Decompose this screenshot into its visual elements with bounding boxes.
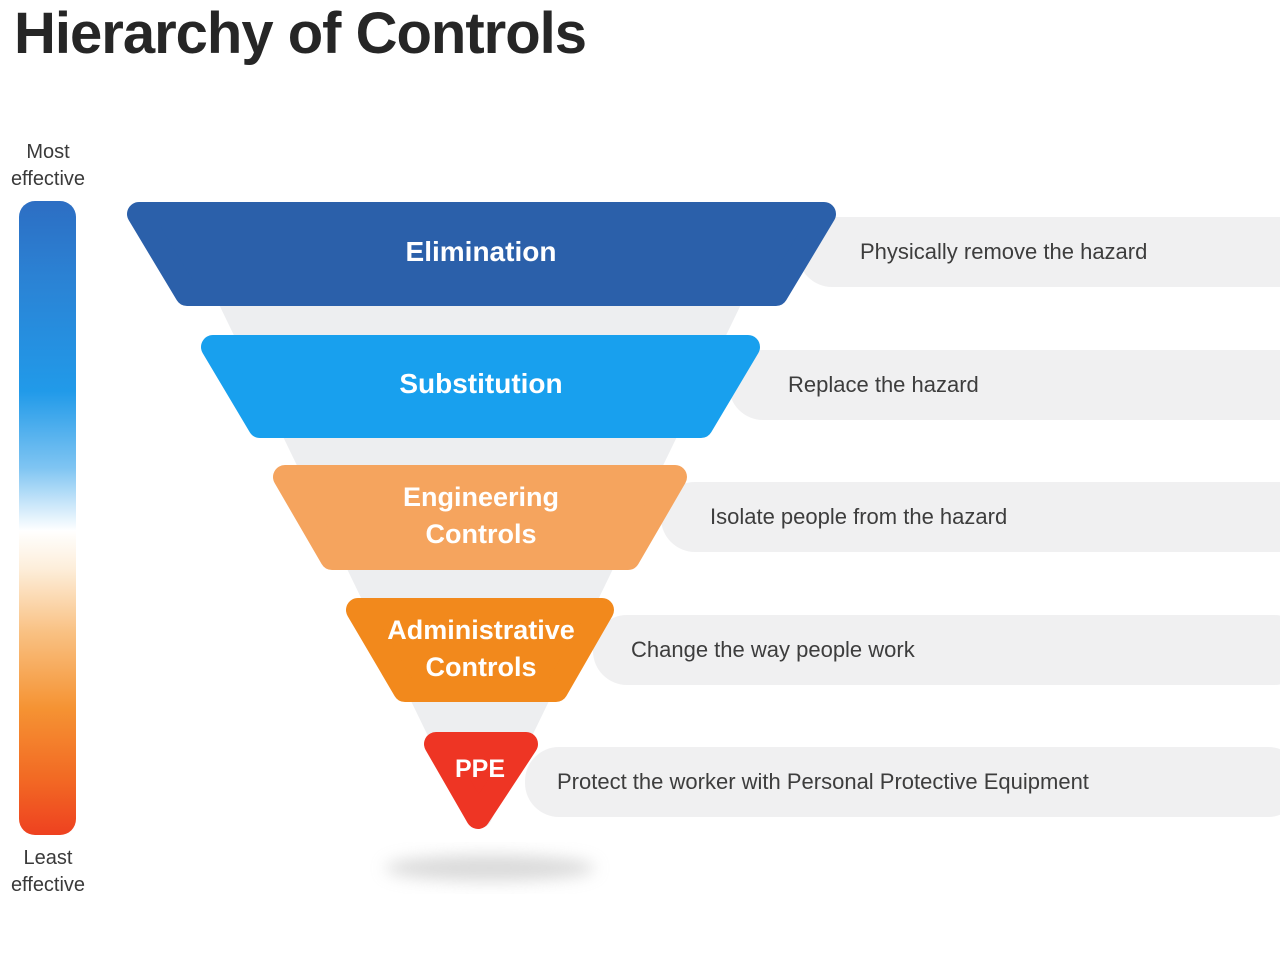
- least-effective-label: Least effective: [10, 847, 86, 896]
- level-label-elimination: Elimination: [405, 236, 557, 267]
- level-label-engineering-controls: Engineering Controls: [402, 482, 559, 549]
- description-pill-administrative-controls: Change the way people work: [593, 615, 1280, 685]
- level-description: Isolate people from the hazard: [710, 504, 1008, 529]
- level-label-substitution: Substitution: [399, 368, 563, 399]
- funnel-level-administrative-controls: [346, 598, 614, 702]
- funnel-level-engineering-controls: [273, 465, 687, 570]
- level-description: Replace the hazard: [788, 372, 979, 397]
- level-description: Protect the worker with Personal Protect…: [557, 769, 1089, 794]
- apex-shadow: [385, 855, 595, 881]
- description-pill-ppe: Protect the worker with Personal Protect…: [525, 747, 1280, 817]
- description-pill-substitution: Replace the hazard: [729, 350, 1280, 420]
- page-title: Hierarchy of Controls: [14, 1, 587, 66]
- level-label-administrative-controls: Administrative Controls: [387, 615, 575, 682]
- level-label-ppe: PPE: [454, 755, 506, 783]
- level-description: Physically remove the hazard: [860, 239, 1148, 264]
- funnel-level-ppe: [424, 732, 538, 829]
- funnel-level-elimination: [127, 202, 836, 306]
- funnel-level-substitution: [201, 335, 760, 438]
- most-effective-label: Most effective: [10, 141, 86, 190]
- description-pill-engineering-controls: Isolate people from the hazard: [661, 482, 1280, 552]
- level-description: Change the way people work: [631, 637, 915, 662]
- effectiveness-gradient-bar: [19, 201, 76, 835]
- description-pill-elimination: Physically remove the hazard: [798, 217, 1280, 287]
